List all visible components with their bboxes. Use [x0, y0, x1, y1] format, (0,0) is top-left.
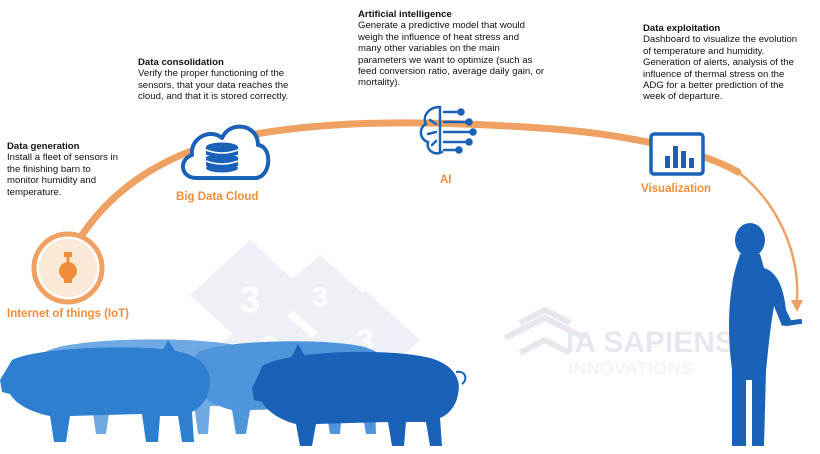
data-exploitation-block: Data exploitation Dashboard to visualize…: [643, 23, 818, 103]
sensor-icon: [31, 231, 105, 305]
ia-sapiens-watermark: IA SAPIENS INNOVATIONS: [503, 306, 735, 378]
arrow-head: [791, 300, 803, 312]
brain-circuit-icon: [419, 105, 477, 155]
stage-label-iot: Internet of things (IoT): [7, 308, 130, 320]
stage-label-ai: AI: [440, 174, 452, 186]
data-generation-title: Data generation: [7, 141, 80, 152]
ai-text: Generate a predictive model that would w…: [358, 20, 545, 89]
bar-chart-dashboard-icon: [649, 132, 705, 176]
stage-label-visualization: Visualization: [641, 183, 712, 195]
cloud-database-icon: [181, 124, 271, 180]
svg-text:3: 3: [312, 281, 328, 312]
arrow-to-farmer: [737, 171, 799, 301]
pig-front-left: [0, 340, 210, 442]
svg-text:3: 3: [240, 279, 260, 320]
data-consolidation-text: Verify the proper functioning of the sen…: [138, 68, 289, 103]
svg-text:INNOVATIONS: INNOVATIONS: [568, 359, 694, 378]
ai-block: Artificial intelligence Generate a predi…: [358, 9, 573, 89]
data-exploitation-title: Data exploitation: [643, 23, 721, 34]
data-generation-text: Install a fleet of sensors in the finish…: [7, 152, 118, 198]
pig-herd: [0, 339, 467, 446]
pipeline-arc: [66, 119, 742, 259]
data-consolidation-title: Data consolidation: [138, 57, 224, 68]
farmer-silhouette: [729, 223, 803, 446]
data-exploitation-text: Dashboard to visualize the evolution of …: [643, 34, 798, 103]
svg-text:IA SAPIENS: IA SAPIENS: [566, 326, 735, 359]
ai-title: Artificial intelligence: [358, 9, 452, 20]
stage-label-cloud: Big Data Cloud: [176, 191, 259, 203]
data-generation-block: Data generation Install a fleet of senso…: [7, 141, 147, 198]
pig-front-right: [252, 344, 467, 446]
data-consolidation-block: Data consolidation Verify the proper fun…: [138, 57, 338, 103]
